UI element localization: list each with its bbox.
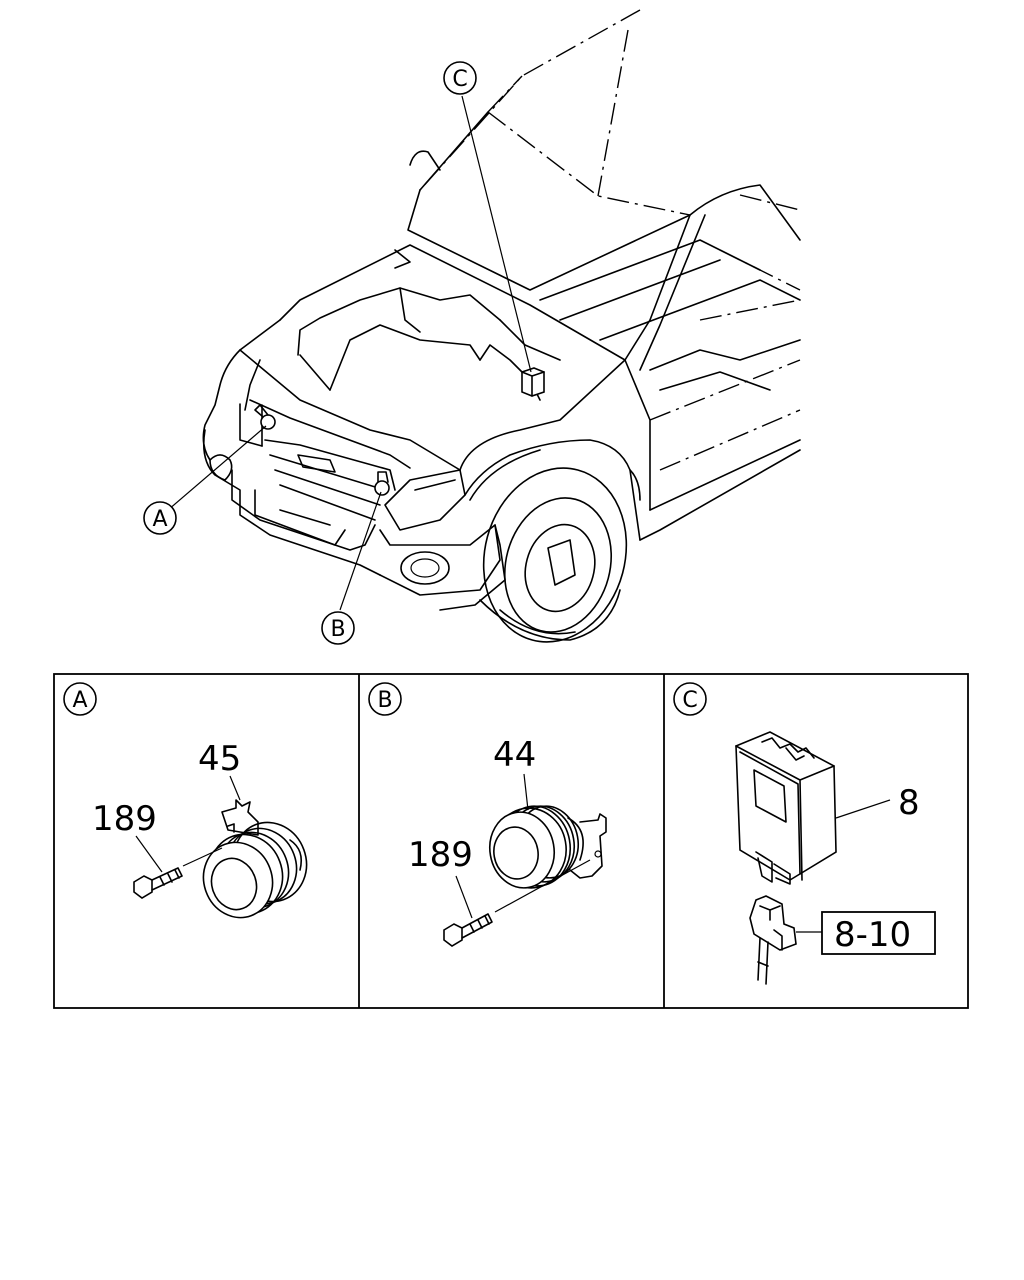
horn-part-45-icon	[202, 799, 308, 919]
horn-part-44-icon	[489, 805, 607, 889]
callout-c-label: C	[452, 67, 467, 92]
part-ref-box: 8-10	[821, 911, 936, 955]
panel-a-part-bolt: 189	[92, 799, 157, 839]
panel-a-id: A	[72, 688, 87, 713]
panel-b-id: B	[377, 688, 392, 713]
panel-c-id: C	[682, 688, 697, 713]
panel-c-part-ref: 8-10	[834, 915, 911, 955]
callout-a: A	[143, 501, 177, 535]
callout-b-label: B	[330, 617, 345, 642]
panel-b: B 44 189	[368, 682, 607, 947]
panel-b-part-main: 44	[493, 735, 536, 775]
bolt-189-icon	[133, 775, 241, 899]
panel-a-part-main: 45	[198, 739, 241, 779]
panel-b-part-bolt: 189	[408, 835, 473, 875]
callout-b: B	[321, 611, 355, 645]
panel-c: C 8 8-10	[673, 682, 936, 985]
callout-a-label: A	[152, 507, 167, 532]
vehicle-front-illustration	[167, 9, 801, 643]
control-module-icon	[735, 731, 891, 885]
bolt-189-icon	[443, 773, 591, 947]
panel-a: A 45 189	[63, 682, 308, 919]
connector-icon	[749, 895, 822, 985]
detail-panels-frame	[53, 673, 969, 1009]
callout-c: C	[443, 61, 477, 95]
panel-c-part-main: 8	[898, 783, 920, 823]
